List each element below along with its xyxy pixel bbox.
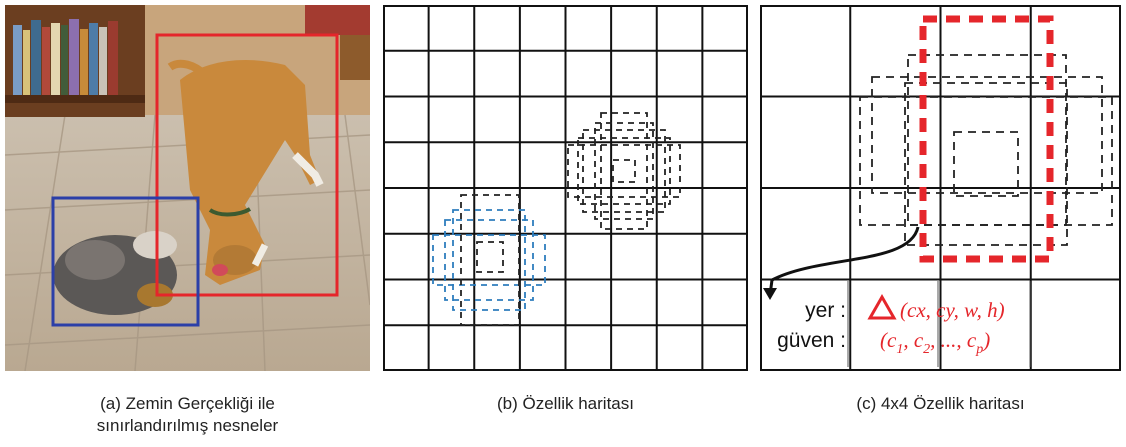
caption-b: (b) Özellik haritası: [383, 393, 748, 415]
caption-a-line2: sınırlandırılmış nesneler: [96, 416, 279, 435]
caption-c-text: (c) 4x4 Özellik haritası: [856, 394, 1025, 413]
feature-map-4x4: yer : güven : (cx, cy, w, h) (c1, c2, ..…: [760, 5, 1121, 371]
photo-dog-cat: [4, 5, 371, 372]
curved-arrow-icon: [768, 226, 920, 296]
caption-a: (a) Zemin Gerçekliği ile sınırlandırılmı…: [5, 393, 370, 437]
panel-b: [383, 5, 748, 371]
delta-icon: [867, 293, 897, 320]
caption-b-text: (b) Özellik haritası: [497, 394, 634, 413]
caption-c: (c) 4x4 Özellik haritası: [760, 393, 1121, 415]
loc-expression: (cx, cy, w, h): [900, 298, 1005, 322]
panel-c: yer : güven : (cx, cy, w, h) (c1, c2, ..…: [760, 5, 1121, 371]
caption-a-line1: (a) Zemin Gerçekliği ile: [100, 394, 275, 413]
panel-a: [4, 5, 371, 372]
default-boxes: [859, 54, 1113, 246]
dog-anchor-cluster: [567, 112, 681, 230]
label-loc: yer :: [805, 299, 846, 322]
label-conf: güven :: [777, 329, 846, 352]
conf-expression: (c1, c2, ..., cp): [880, 328, 990, 357]
feature-map-8x8: [383, 5, 748, 371]
cat-anchor-cluster: [432, 209, 546, 311]
